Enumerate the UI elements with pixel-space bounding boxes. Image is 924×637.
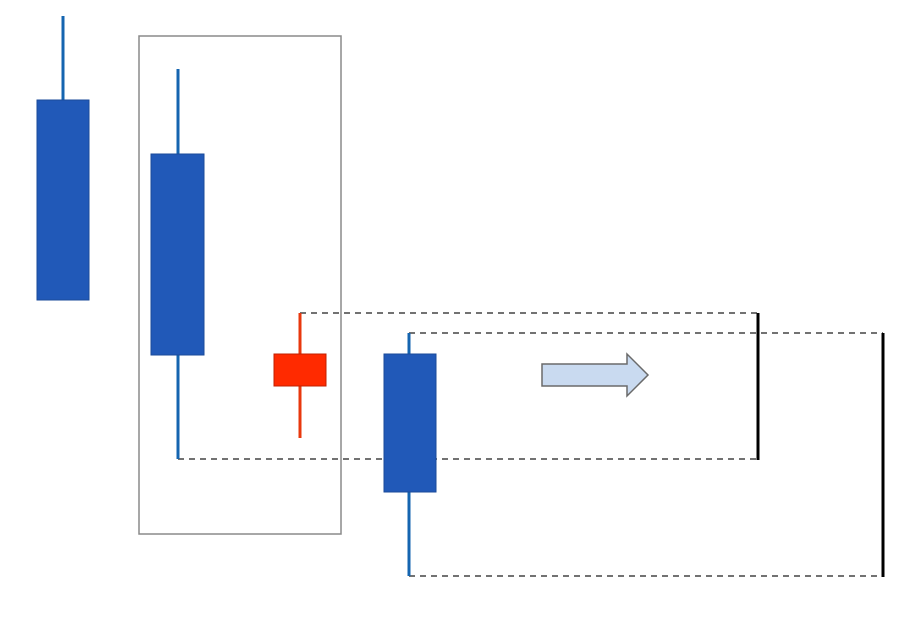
candle-1 <box>36 16 90 301</box>
range-box-doji <box>178 312 760 460</box>
highlight-frame <box>138 35 342 535</box>
candle-3-body <box>273 353 327 387</box>
candle-4-body <box>383 353 437 493</box>
right-arrow-icon <box>541 352 650 398</box>
range-box-last-candle <box>409 332 885 577</box>
candle-2 <box>150 69 205 459</box>
candle-3-star <box>273 313 327 438</box>
candle-4 <box>383 333 437 576</box>
candle-1-body <box>36 99 90 301</box>
candle-2-body <box>150 153 205 356</box>
